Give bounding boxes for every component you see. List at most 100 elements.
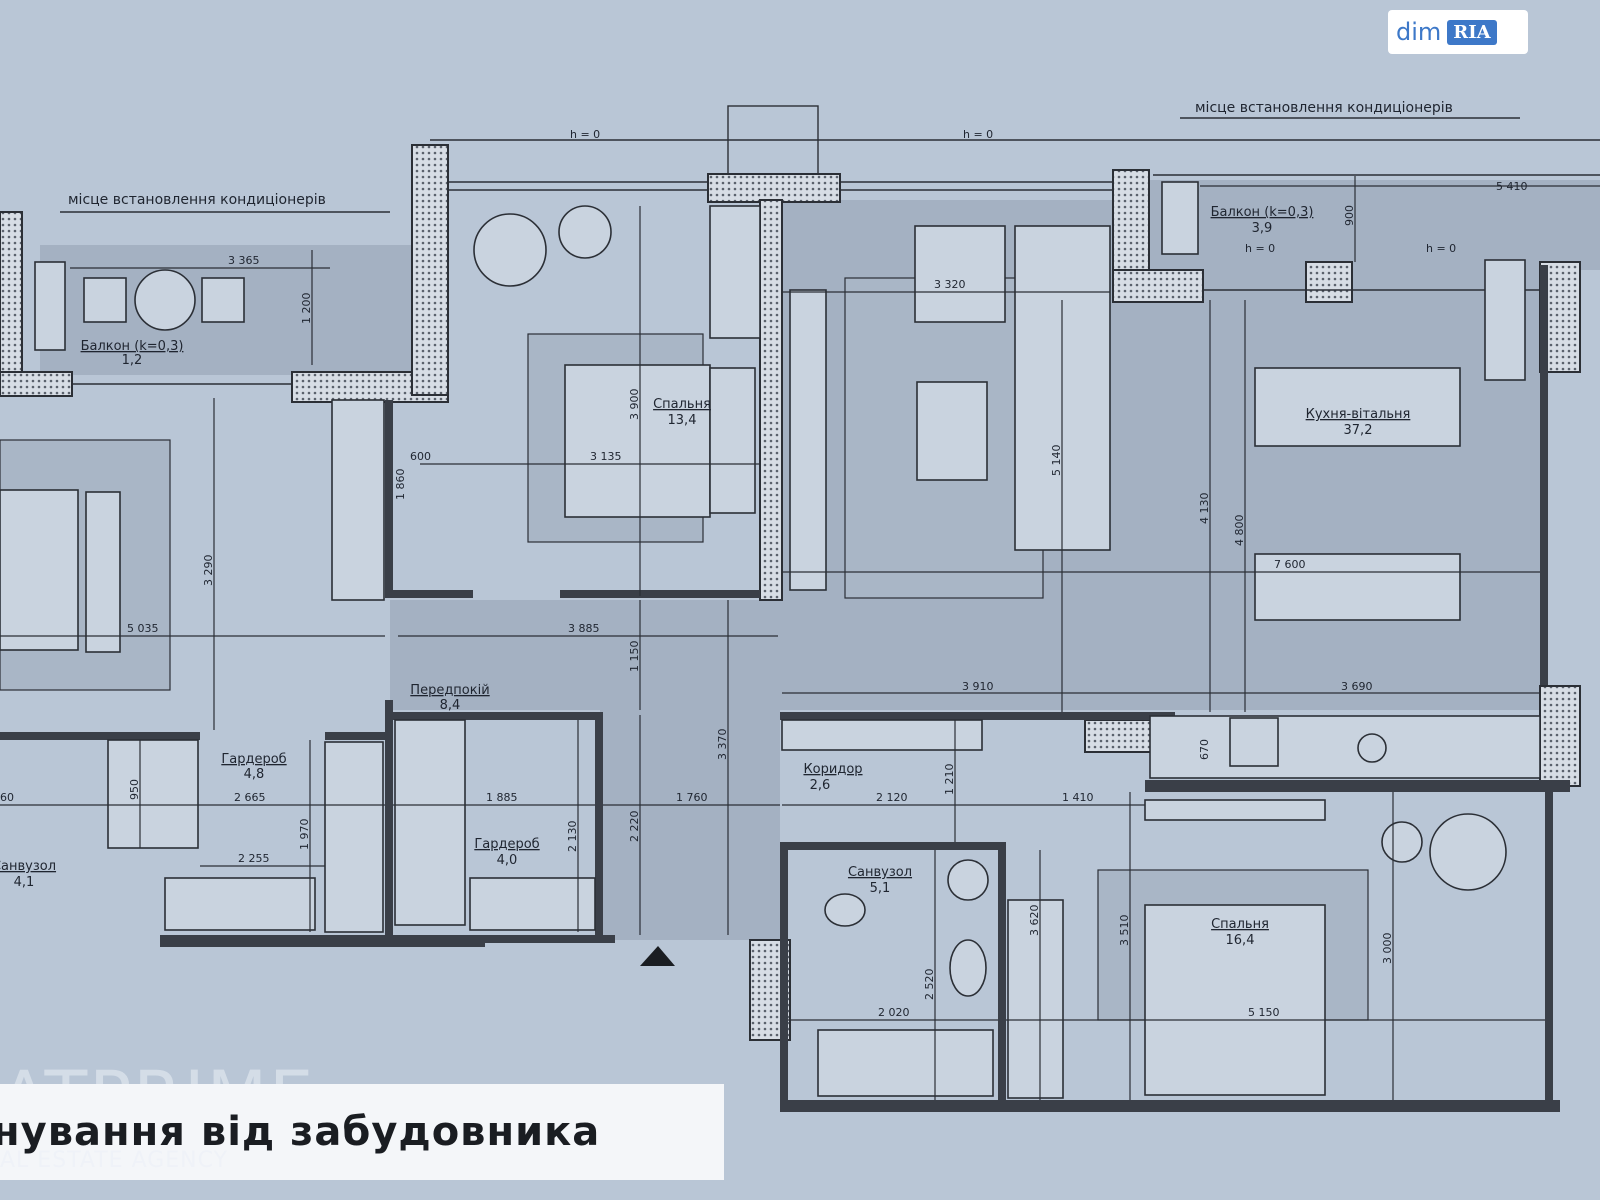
dimension-label: 5 140: [1050, 445, 1063, 477]
dimension-label: 5 410: [1496, 180, 1528, 193]
dimension-label: 1 970: [298, 819, 311, 851]
room-area-kitchen-living: 37,2: [1344, 423, 1373, 438]
room-name-balcony-left: Балкон (k=0,3): [81, 339, 184, 354]
site-logo-badge: RIA: [1447, 19, 1497, 45]
dimension-label: 3 620: [1028, 905, 1041, 937]
dimension-label: 3 370: [716, 729, 729, 761]
room-area-bedroom-bottom: 16,4: [1226, 933, 1255, 948]
dimension-label: 5 035: [127, 622, 159, 635]
dimension-label: 1 860: [394, 469, 407, 501]
dimension-label: 3 135: [590, 450, 622, 463]
room-area-bathroom-mid: 5,1: [870, 881, 891, 896]
agency-watermark-tagline: AL ESTATE AGENCY: [0, 1148, 229, 1173]
sofa: [85, 491, 121, 653]
dimension-lines: [0, 176, 1600, 1100]
dimension-label: 2 665: [234, 791, 266, 804]
dimension-label: 3 320: [934, 278, 966, 291]
site-logo[interactable]: dim RIA: [1388, 10, 1528, 54]
armchair: [914, 225, 1006, 323]
wall-solid: [0, 732, 200, 740]
room-name-kitchen-living: Кухня-вітальня: [1306, 407, 1411, 422]
desk: [709, 205, 761, 339]
furniture: [0, 181, 1541, 1099]
wall-segment: [707, 173, 841, 203]
dimension-label: 950: [128, 779, 141, 800]
ac-unit: [34, 261, 66, 351]
dimension-label: 1 760: [676, 791, 708, 804]
dimension-label: 3 900: [628, 389, 641, 421]
dimension-label: 1 200: [300, 293, 313, 325]
dimension-label: 900: [1343, 205, 1356, 226]
balcony-right-shade: [1145, 180, 1600, 270]
wall-solid: [385, 400, 393, 598]
dimension-label: 3 885: [568, 622, 600, 635]
room-area-hall: 8,4: [440, 698, 461, 713]
dimension-label: 4 800: [1233, 515, 1246, 547]
ac-unit: [1161, 181, 1199, 255]
room-name-corridor: Коридор: [803, 762, 862, 777]
wall-solid: [560, 590, 760, 598]
height-note: h = 0: [570, 128, 600, 141]
bed: [564, 364, 711, 518]
height-note: h = 0: [1426, 242, 1456, 255]
wall-segment: [0, 371, 73, 397]
interior-walls: [0, 265, 1570, 1112]
height-note: h = 0: [1245, 242, 1275, 255]
wall-segment: [1539, 685, 1581, 787]
dimension-label: 2 130: [566, 821, 579, 853]
bed: [1144, 904, 1326, 1096]
room-name-wardrobe-mid: Гардероб: [474, 837, 539, 852]
wall-solid: [385, 700, 393, 940]
wall-segment: [759, 199, 783, 601]
caption-text: нування від забудовника: [0, 1109, 601, 1155]
chair: [201, 277, 245, 323]
dimension-label: 1 410: [1062, 791, 1094, 804]
dimension-label: 4 130: [1198, 493, 1211, 525]
hall-zone-shade: [390, 600, 780, 710]
wall-segment: [1112, 169, 1150, 273]
dimension-label: 2 255: [238, 852, 270, 865]
room-name-bathroom-left: Санвузол: [0, 859, 56, 874]
wall-solid: [1540, 265, 1548, 685]
wall-solid: [780, 842, 788, 1107]
wall-solid: [780, 842, 1005, 850]
dimension-label: 3 510: [1118, 915, 1131, 947]
dimension-label: 2 120: [876, 791, 908, 804]
wardrobe: [1484, 259, 1526, 381]
desk: [331, 399, 385, 601]
washing-machine: [947, 859, 989, 901]
dimension-label: 2 220: [628, 811, 641, 843]
dimension-label: 2 020: [878, 1006, 910, 1019]
tv-cabinet: [789, 289, 827, 591]
dimension-label: 1 150: [628, 641, 641, 673]
wall-segment: [1305, 261, 1353, 303]
round-table: [1381, 821, 1423, 863]
corridor-shade: [600, 710, 780, 940]
ac-note-right: місце встановлення кондиціонерів: [1195, 100, 1453, 116]
room-area-wardrobe-mid: 4,0: [497, 853, 518, 868]
wardrobe: [107, 739, 199, 849]
coffee-table: [916, 381, 988, 481]
dimension-label: 670: [1198, 739, 1211, 760]
stove: [1229, 717, 1279, 767]
round-table: [473, 213, 547, 287]
windows: [72, 105, 1600, 385]
room-name-bedroom-top: Спальня: [653, 397, 711, 412]
bathtub: [817, 1029, 994, 1097]
dining-table: [1254, 367, 1461, 447]
site-logo-text: dim: [1396, 18, 1442, 46]
dimension-label: 3 910: [962, 680, 994, 693]
room-area-bedroom-top: 13,4: [668, 413, 697, 428]
room-area-corridor: 2,6: [810, 778, 831, 793]
room-name-balcony-right: Балкон (k=0,3): [1211, 205, 1314, 220]
kitchen-counter: [1149, 715, 1541, 779]
wall-solid: [1145, 780, 1570, 792]
wall-solid: [485, 935, 615, 943]
round-table: [134, 269, 196, 331]
dimension-label: 3 365: [228, 254, 260, 267]
kitchen-island: [1254, 553, 1461, 621]
washbasin: [949, 939, 987, 997]
dimension-label: 5 150: [1248, 1006, 1280, 1019]
room-area-balcony-right: 3,9: [1252, 221, 1273, 236]
